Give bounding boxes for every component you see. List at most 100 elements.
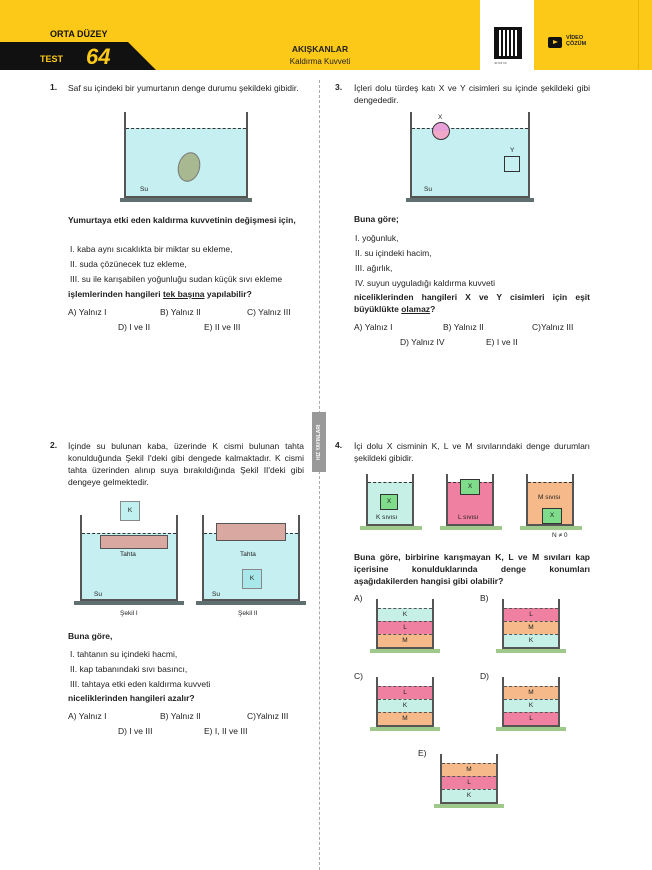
q4-text: İçi dolu X cisminin K, L ve M sıvılarınd… <box>354 441 590 463</box>
q1-option-c[interactable]: C) Yalnız III <box>247 307 291 317</box>
water-label: Su <box>94 591 102 598</box>
x-object: X <box>542 508 562 524</box>
y-label: Y <box>510 147 515 154</box>
publisher-brand: HIZ YAYINLARI <box>312 412 326 472</box>
q4-number: 4. <box>335 440 343 450</box>
x-object: X <box>380 494 398 510</box>
video-label: VİDEO <box>566 35 584 41</box>
x-label: X <box>438 114 443 121</box>
q1-option-e[interactable]: E) II ve III <box>204 322 241 332</box>
q3-figure: X Y Su <box>400 112 550 202</box>
option-label: B) <box>480 593 489 603</box>
l-liquid-label: L sıvısı <box>458 514 479 521</box>
liquid-layer: L <box>504 712 558 725</box>
q3-question: niceliklerinden hangileri X ve Y cisimle… <box>354 292 590 314</box>
q1-option-d[interactable]: D) I ve II <box>118 322 151 332</box>
liquid-layer: L <box>378 686 432 699</box>
k-object: K <box>120 501 140 521</box>
option-label: D) <box>480 671 489 681</box>
q1-item: I. kaba aynı sıcaklıkta bir miktar su ek… <box>70 244 233 254</box>
play-icon[interactable] <box>548 37 562 48</box>
liquid-layer: M <box>504 686 558 699</box>
q2-number: 2. <box>50 440 58 450</box>
q1-number: 1. <box>50 82 58 92</box>
liquid-layer: M <box>378 712 432 725</box>
q2-prompt: Buna göre, <box>68 631 113 641</box>
liquid-layer: K <box>442 789 496 802</box>
liquid-layer: M <box>442 763 496 776</box>
liquid-layer: K <box>378 699 432 712</box>
q1-item: III. su ile karışabilen yoğunluğu sudan … <box>70 274 283 284</box>
q2-question: niceliklerinden hangileri azalır? <box>68 693 195 703</box>
q1-prompt: Yumurtaya etki eden kaldırma kuvvetinin … <box>68 215 296 225</box>
q3-item: III. ağırlık, <box>355 263 393 273</box>
q3-option-e[interactable]: E) I ve II <box>486 337 518 347</box>
board-label: Tahta <box>120 551 136 558</box>
header-divider <box>638 0 639 70</box>
normal-force-label: N ≠ 0 <box>552 532 568 539</box>
qr-code[interactable] <box>494 27 522 59</box>
q3-text: İçleri dolu türdeş katı X ve Y cisimleri… <box>354 83 590 105</box>
board <box>100 535 168 549</box>
x-object: X <box>460 479 480 495</box>
q3-option-d[interactable]: D) Yalnız IV <box>400 337 445 347</box>
q1-option-b[interactable]: B) Yalnız II <box>160 307 201 317</box>
option-label: A) <box>354 593 363 603</box>
y-cube <box>504 156 520 172</box>
liquid-layer: L <box>504 608 558 621</box>
q4-question: Buna göre, birbirine karışmayan K, L ve … <box>354 552 590 586</box>
q1-option-a[interactable]: A) Yalnız I <box>68 307 107 317</box>
q2-option-d[interactable]: D) I ve III <box>118 726 153 736</box>
option-label: C) <box>354 671 363 681</box>
q2-option-e[interactable]: E) I, II ve III <box>204 726 248 736</box>
q2-item: III. tahtaya etki eden kaldırma kuvveti <box>70 679 211 689</box>
q3-option-c[interactable]: C)Yalnız III <box>532 322 574 332</box>
q2-option-b[interactable]: B) Yalnız II <box>160 711 201 721</box>
m-liquid-label: M sıvısı <box>538 494 561 501</box>
q1-figure: Su <box>100 112 280 202</box>
k-object: K <box>242 569 262 589</box>
water-label: Su <box>140 186 148 193</box>
q4-figure: X K sıvısı X L sıvısı M sıvısı X N ≠ 0 <box>360 474 620 546</box>
q2-option-c[interactable]: C)Yalnız III <box>247 711 289 721</box>
k-liquid-label: K sıvısı <box>376 514 398 521</box>
q3-item: I. yoğunluk, <box>355 233 399 243</box>
qr-caption: 40724 60 <box>494 61 507 65</box>
q2-option-a[interactable]: A) Yalnız I <box>68 711 107 721</box>
q3-prompt: Buna göre; <box>354 214 399 224</box>
q1-item: II. suda çözünecek tuz ekleme, <box>70 259 187 269</box>
q3-item: IV. suyun uyguladığı kaldırma kuvveti <box>355 278 496 288</box>
solution-label: ÇÖZÜM <box>566 41 587 47</box>
q2-item: II. kap tabanındaki sıvı basıncı, <box>70 664 188 674</box>
q3-number: 3. <box>335 82 343 92</box>
q2-figure: K Tahta Su Şekil I Tahta K Su Şekil II <box>70 495 310 625</box>
q3-item: II. su içindeki hacim, <box>355 248 432 258</box>
liquid-layer: K <box>378 608 432 621</box>
liquid-layer: M <box>504 621 558 634</box>
fig2-label: Şekil II <box>238 610 258 617</box>
board-label: Tahta <box>240 551 256 558</box>
q3-option-b[interactable]: B) Yalnız II <box>443 322 484 332</box>
q2-item: I. tahtanın su içindeki hacmi, <box>70 649 178 659</box>
water-label: Su <box>212 591 220 598</box>
level-label: ORTA DÜZEY <box>50 29 108 39</box>
liquid-layer: K <box>504 634 558 647</box>
board <box>216 523 286 541</box>
water-label: Su <box>424 186 432 193</box>
x-sphere <box>432 122 450 140</box>
q3-option-a[interactable]: A) Yalnız I <box>354 322 393 332</box>
liquid-layer: L <box>442 776 496 789</box>
test-tab <box>0 42 156 70</box>
column-divider <box>319 80 320 870</box>
